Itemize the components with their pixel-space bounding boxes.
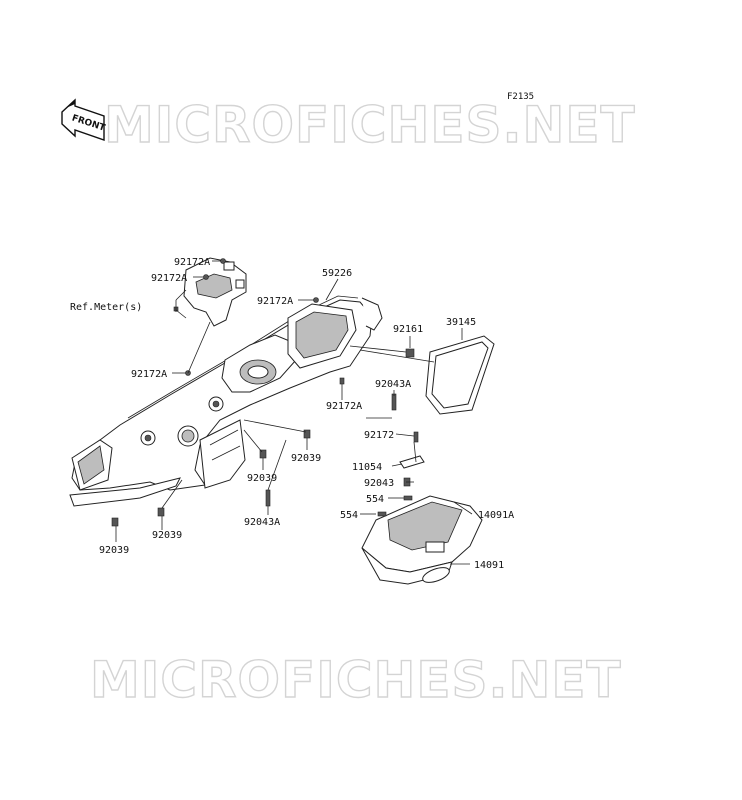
- part-labels: 92172A 92172A Ref.Meter(s) 92172A 59226 …: [70, 257, 514, 571]
- label-92039-1: 92039: [291, 453, 321, 464]
- label-554-2: 554: [340, 510, 358, 521]
- label-92039-3: 92039: [152, 530, 182, 541]
- label-554-1: 554: [366, 494, 384, 505]
- label-92172a-1: 92172A: [174, 257, 210, 268]
- figure-code: F2135: [507, 92, 534, 102]
- leader-lines: [115, 260, 473, 565]
- label-59226: 59226: [322, 268, 352, 279]
- label-ref-meter: Ref.Meter(s): [70, 302, 142, 313]
- watermark-top: MICROFICHES.NET: [104, 96, 636, 154]
- label-92161: 92161: [393, 324, 423, 335]
- fasteners: [111, 258, 425, 527]
- label-92043: 92043: [364, 478, 394, 489]
- label-11054: 11054: [352, 462, 382, 473]
- label-92043a-1: 92043A: [375, 379, 411, 390]
- meter-bracket: [183, 257, 247, 327]
- watermark-bottom: MICROFICHES.NET: [90, 651, 622, 709]
- lid-39145: [425, 335, 495, 415]
- label-92039-2: 92039: [247, 473, 277, 484]
- label-92172a-2: 92172A: [151, 273, 187, 284]
- label-39145: 39145: [446, 317, 476, 328]
- label-92172a-3: 92172A: [131, 369, 167, 380]
- label-92172a-5: 92172A: [326, 401, 362, 412]
- label-92172a-4: 92172A: [257, 296, 293, 307]
- label-14091: 14091: [474, 560, 504, 571]
- label-14091a: 14091A: [478, 510, 514, 521]
- label-92172: 92172: [364, 430, 394, 441]
- label-92043a-2: 92043A: [244, 517, 280, 528]
- dash-panel-assembly: [69, 295, 383, 507]
- label-92039-4: 92039: [99, 545, 129, 556]
- glove-box-14091a: [361, 495, 483, 585]
- lens-14091: [422, 567, 450, 583]
- front-arrow-icon: FRONT: [61, 98, 107, 141]
